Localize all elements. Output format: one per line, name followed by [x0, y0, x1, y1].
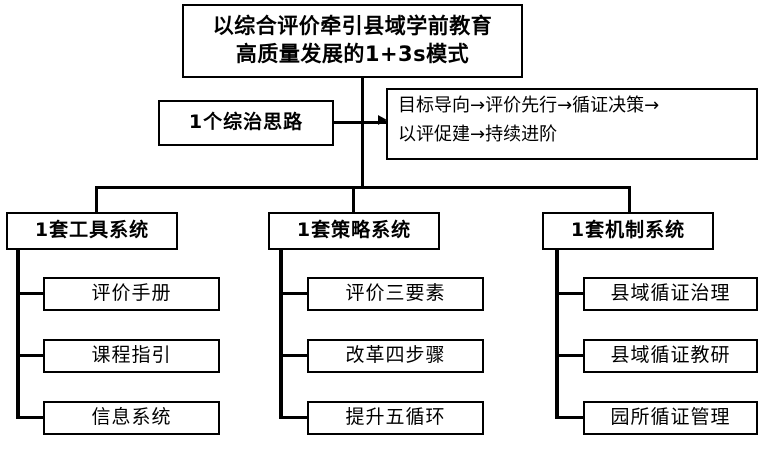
flow-line-2: 以评促建→持续进阶 — [398, 123, 558, 145]
connector-stub-strategy-1 — [279, 292, 309, 295]
diagram-title-box: 以综合评价牵引县域学前教育 高质量发展的1+3s模式 — [182, 4, 523, 78]
connector-bus-drop-tools — [95, 186, 98, 214]
node-mechanism-item-2[interactable]: 县域循证教研 — [583, 339, 758, 373]
connector-bus-horizontal — [95, 186, 631, 189]
node-tools-item-1[interactable]: 评价手册 — [43, 277, 220, 311]
flow-line-1: 目标导向→评价先行→循证决策→ — [398, 95, 660, 116]
title-line-2: 高质量发展的1+3s模式 — [235, 42, 470, 66]
title-line-1: 以综合评价牵引县域学前教育 — [212, 14, 493, 39]
node-system-tools[interactable]: 1套工具系统 — [6, 212, 178, 250]
arrowhead-icon — [378, 115, 387, 125]
node-mechanism-item-1[interactable]: 县域循证治理 — [583, 277, 758, 311]
connector-stub-mechanism-3 — [555, 416, 585, 419]
connector-stub-strategy-2 — [279, 354, 309, 357]
node-strategy-item-1[interactable]: 评价三要素 — [307, 277, 484, 311]
node-mechanism-item-3[interactable]: 园所循证管理 — [583, 401, 758, 435]
connector-spine-mechanism — [555, 250, 559, 418]
node-strategy-item-3[interactable]: 提升五循环 — [307, 401, 484, 435]
node-process-flow: 目标导向→评价先行→循证决策→ 以评促建→持续进阶 — [386, 88, 758, 160]
node-system-mechanism[interactable]: 1套机制系统 — [542, 212, 714, 250]
connector-stub-strategy-3 — [279, 416, 309, 419]
node-governance-idea[interactable]: 1个综治思路 — [158, 100, 334, 146]
connector-spine-tools — [16, 250, 20, 418]
node-system-strategy[interactable]: 1套策略系统 — [268, 212, 440, 250]
node-tools-item-3[interactable]: 信息系统 — [43, 401, 220, 435]
connector-bus-drop-strategy — [352, 186, 355, 214]
node-tools-item-2[interactable]: 课程指引 — [43, 339, 220, 373]
connector-bus-drop-mechanism — [628, 186, 631, 214]
connector-stub-tools-3 — [16, 416, 45, 419]
connector-title-to-bus — [361, 78, 364, 189]
connector-idea-to-flow — [334, 121, 386, 124]
connector-stub-mechanism-1 — [555, 292, 585, 295]
connector-stub-tools-1 — [16, 292, 45, 295]
node-strategy-item-2[interactable]: 改革四步骤 — [307, 339, 484, 373]
connector-stub-tools-2 — [16, 354, 45, 357]
connector-spine-strategy — [279, 250, 283, 418]
connector-stub-mechanism-2 — [555, 354, 585, 357]
